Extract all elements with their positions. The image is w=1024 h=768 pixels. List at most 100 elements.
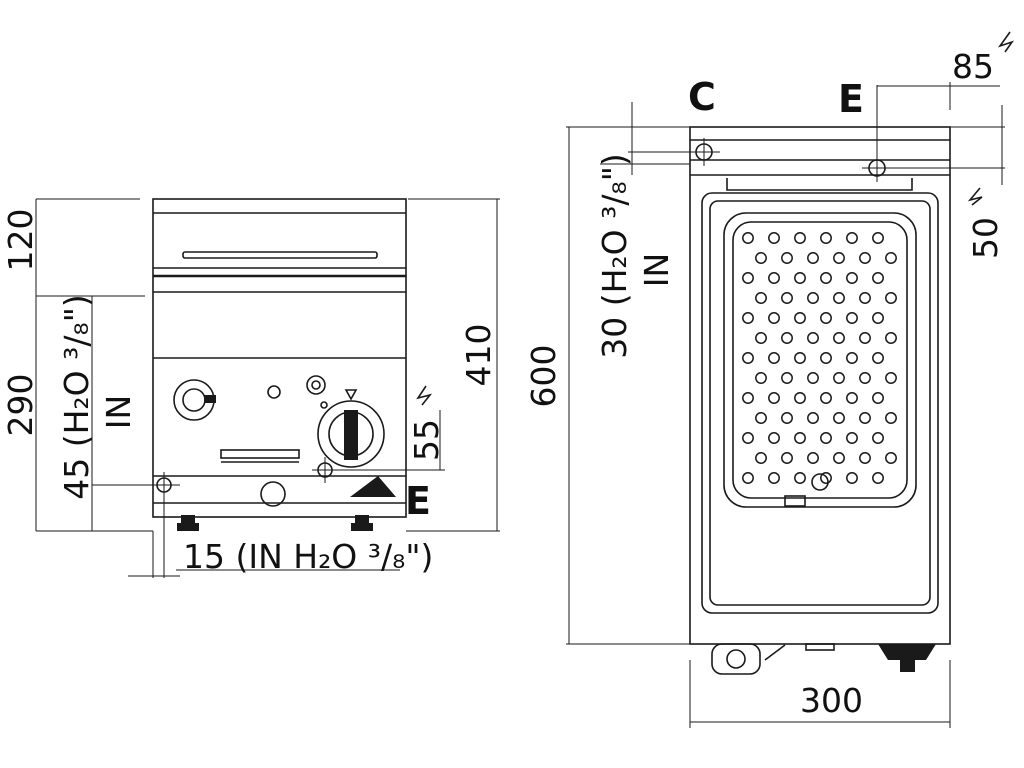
basket-hole xyxy=(859,332,871,344)
basket-hole xyxy=(781,452,793,464)
basket-hole xyxy=(846,472,858,484)
front-foot-left xyxy=(177,515,199,531)
basket-hole xyxy=(794,352,806,364)
connection-point-icon xyxy=(312,457,340,483)
connection-point-icon xyxy=(862,85,892,182)
basket-holes xyxy=(742,232,897,484)
lightning-icon xyxy=(967,187,983,206)
basket-hole xyxy=(768,312,780,324)
basket-hole xyxy=(820,392,832,404)
basket-hole xyxy=(885,292,897,304)
basket-hole xyxy=(833,292,845,304)
basket-hole xyxy=(846,232,858,244)
front-thermostat-knob xyxy=(317,389,385,468)
side-drain xyxy=(805,643,835,651)
basket-hole xyxy=(794,232,806,244)
basket-hole xyxy=(846,312,858,324)
basket-hole xyxy=(768,392,780,404)
basket-hole xyxy=(794,392,806,404)
basket-hole xyxy=(755,252,767,264)
side-basket xyxy=(723,212,917,508)
basket-hole xyxy=(872,472,884,484)
basket-hole xyxy=(885,332,897,344)
side-view xyxy=(566,82,1005,728)
basket-hole xyxy=(755,372,767,384)
basket-hole xyxy=(846,392,858,404)
dim-gas-inlet-in: IN xyxy=(99,395,138,429)
basket-hole xyxy=(872,312,884,324)
front-indicator xyxy=(267,385,281,399)
basket-hole xyxy=(820,272,832,284)
basket-hole xyxy=(885,412,897,424)
connection-point-icon xyxy=(150,472,180,498)
basket-hole xyxy=(755,412,767,424)
basket-hole xyxy=(781,332,793,344)
side-tank xyxy=(701,192,939,614)
basket-hole xyxy=(872,392,884,404)
basket-hole xyxy=(859,452,871,464)
basket-hole xyxy=(742,352,754,364)
basket-hole xyxy=(794,432,806,444)
dim-height-total: 410 xyxy=(459,324,498,387)
basket-hole xyxy=(781,372,793,384)
front-handle xyxy=(182,251,378,259)
basket-hole xyxy=(742,312,754,324)
basket-hole xyxy=(872,232,884,244)
dim-bottom-inlet: 15 (IN H₂O ³/₈") xyxy=(183,537,433,576)
connection-point-icon xyxy=(628,138,720,166)
basket-hole xyxy=(859,412,871,424)
basket-hole xyxy=(885,372,897,384)
dim-width: 300 xyxy=(800,681,863,720)
basket-hole xyxy=(768,272,780,284)
basket-hole xyxy=(807,292,819,304)
basket-hole xyxy=(781,412,793,424)
basket-hole xyxy=(742,232,754,244)
basket-hole xyxy=(768,432,780,444)
basket-hole xyxy=(755,452,767,464)
basket-hole xyxy=(833,332,845,344)
front-view xyxy=(35,198,500,578)
front-knob-left xyxy=(173,379,216,421)
lightning-icon xyxy=(416,385,433,406)
basket-hole xyxy=(807,372,819,384)
basket-hole xyxy=(846,432,858,444)
basket-hole xyxy=(807,412,819,424)
dim-gas-inlet: 45 (H₂O ³/₈") xyxy=(57,294,96,500)
dim-electric: 55 xyxy=(407,419,446,461)
basket-hole xyxy=(768,472,780,484)
front-slot xyxy=(220,449,300,459)
basket-hole xyxy=(742,272,754,284)
basket-hole xyxy=(807,252,819,264)
basket-hole xyxy=(768,352,780,364)
basket-hole xyxy=(755,292,767,304)
basket-hole xyxy=(742,432,754,444)
basket-hole xyxy=(794,312,806,324)
label-e-front: E xyxy=(405,479,431,523)
basket-hole xyxy=(781,252,793,264)
basket-hole xyxy=(820,232,832,244)
basket-hole xyxy=(755,332,767,344)
basket-hole xyxy=(872,272,884,284)
dim-depth: 600 xyxy=(524,345,563,408)
lightning-icon xyxy=(997,31,1015,53)
basket-hole xyxy=(742,392,754,404)
basket-hole xyxy=(859,372,871,384)
basket-hole xyxy=(833,372,845,384)
basket-hole xyxy=(781,292,793,304)
basket-hole xyxy=(859,292,871,304)
basket-hole xyxy=(820,432,832,444)
basket-hole xyxy=(768,232,780,244)
basket-hole xyxy=(742,472,754,484)
basket-hole xyxy=(872,432,884,444)
label-e-side: E xyxy=(838,77,864,121)
basket-hole xyxy=(820,352,832,364)
front-pilot xyxy=(306,375,326,395)
basket-hole xyxy=(885,252,897,264)
front-foot-right xyxy=(351,515,373,531)
side-foot-left xyxy=(711,643,786,675)
basket-hole xyxy=(833,252,845,264)
side-body-outline xyxy=(689,126,951,645)
basket-hole xyxy=(807,332,819,344)
label-c: C xyxy=(688,75,716,119)
